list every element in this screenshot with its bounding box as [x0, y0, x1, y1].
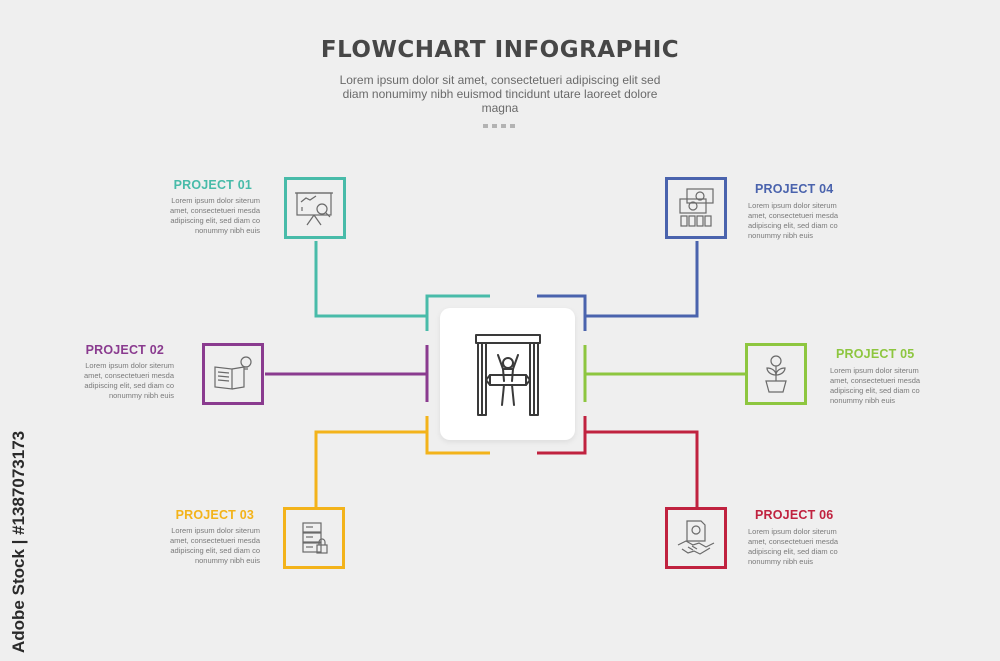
- connector-project-03: [314, 430, 427, 507]
- presentation-analytics-icon: [295, 192, 333, 226]
- connector-project-06: [585, 430, 699, 507]
- project-03-icon-box: [283, 507, 345, 569]
- project-02-description: Lorem ipsum dolor siterum amet, consecte…: [83, 361, 174, 400]
- money-bills-icon: [679, 188, 714, 227]
- project-02-icon-box: [202, 343, 264, 405]
- project-05-title: PROJECT 05: [836, 347, 915, 361]
- watermark-text: Adobe Stock | #1387073173: [9, 431, 28, 653]
- project-05-icon-box: [745, 343, 807, 405]
- project-04-icon-box: [665, 177, 727, 239]
- page-subtitle: Lorem ipsum dolor sit amet, consectetuer…: [339, 73, 661, 115]
- project-06-description: Lorem ipsum dolor siterum amet, consecte…: [748, 527, 839, 566]
- project-03-description: Lorem ipsum dolor siterum amet, consecte…: [169, 526, 260, 565]
- frame-corner-top-left: [425, 294, 490, 331]
- project-05-description: Lorem ipsum dolor siterum amet, consecte…: [830, 366, 921, 405]
- project-03-title: PROJECT 03: [175, 508, 254, 522]
- center-card: [440, 308, 575, 440]
- book-lightbulb-icon: [214, 356, 252, 390]
- finish-line-winner-icon: [474, 334, 541, 416]
- frame-corner-top-right: [537, 294, 587, 331]
- frame-corner-bottom-right: [537, 416, 587, 455]
- frame-corner-bottom-left: [425, 416, 490, 455]
- project-01-description: Lorem ipsum dolor siterum amet, consecte…: [169, 196, 260, 235]
- project-04-description: Lorem ipsum dolor siterum amet, consecte…: [748, 201, 839, 240]
- project-06-title: PROJECT 06: [755, 508, 834, 522]
- project-06-icon-box: [665, 507, 727, 569]
- connector-project-04: [585, 241, 699, 318]
- page-title: FLOWCHART INFOGRAPHIC: [320, 37, 680, 63]
- project-04-title: PROJECT 04: [755, 182, 834, 196]
- project-01-icon-box: [284, 177, 346, 239]
- project-02-title: PROJECT 02: [85, 343, 164, 357]
- adobe-stock-watermark: Adobe Stock | #1387073173: [9, 431, 28, 653]
- connector-project-01: [314, 241, 427, 318]
- handshake-document-icon: [677, 520, 715, 555]
- project-01-title: PROJECT 01: [173, 178, 252, 192]
- separator-dots: [483, 124, 515, 128]
- server-lock-icon: [302, 522, 328, 554]
- money-plant-icon: [765, 355, 787, 393]
